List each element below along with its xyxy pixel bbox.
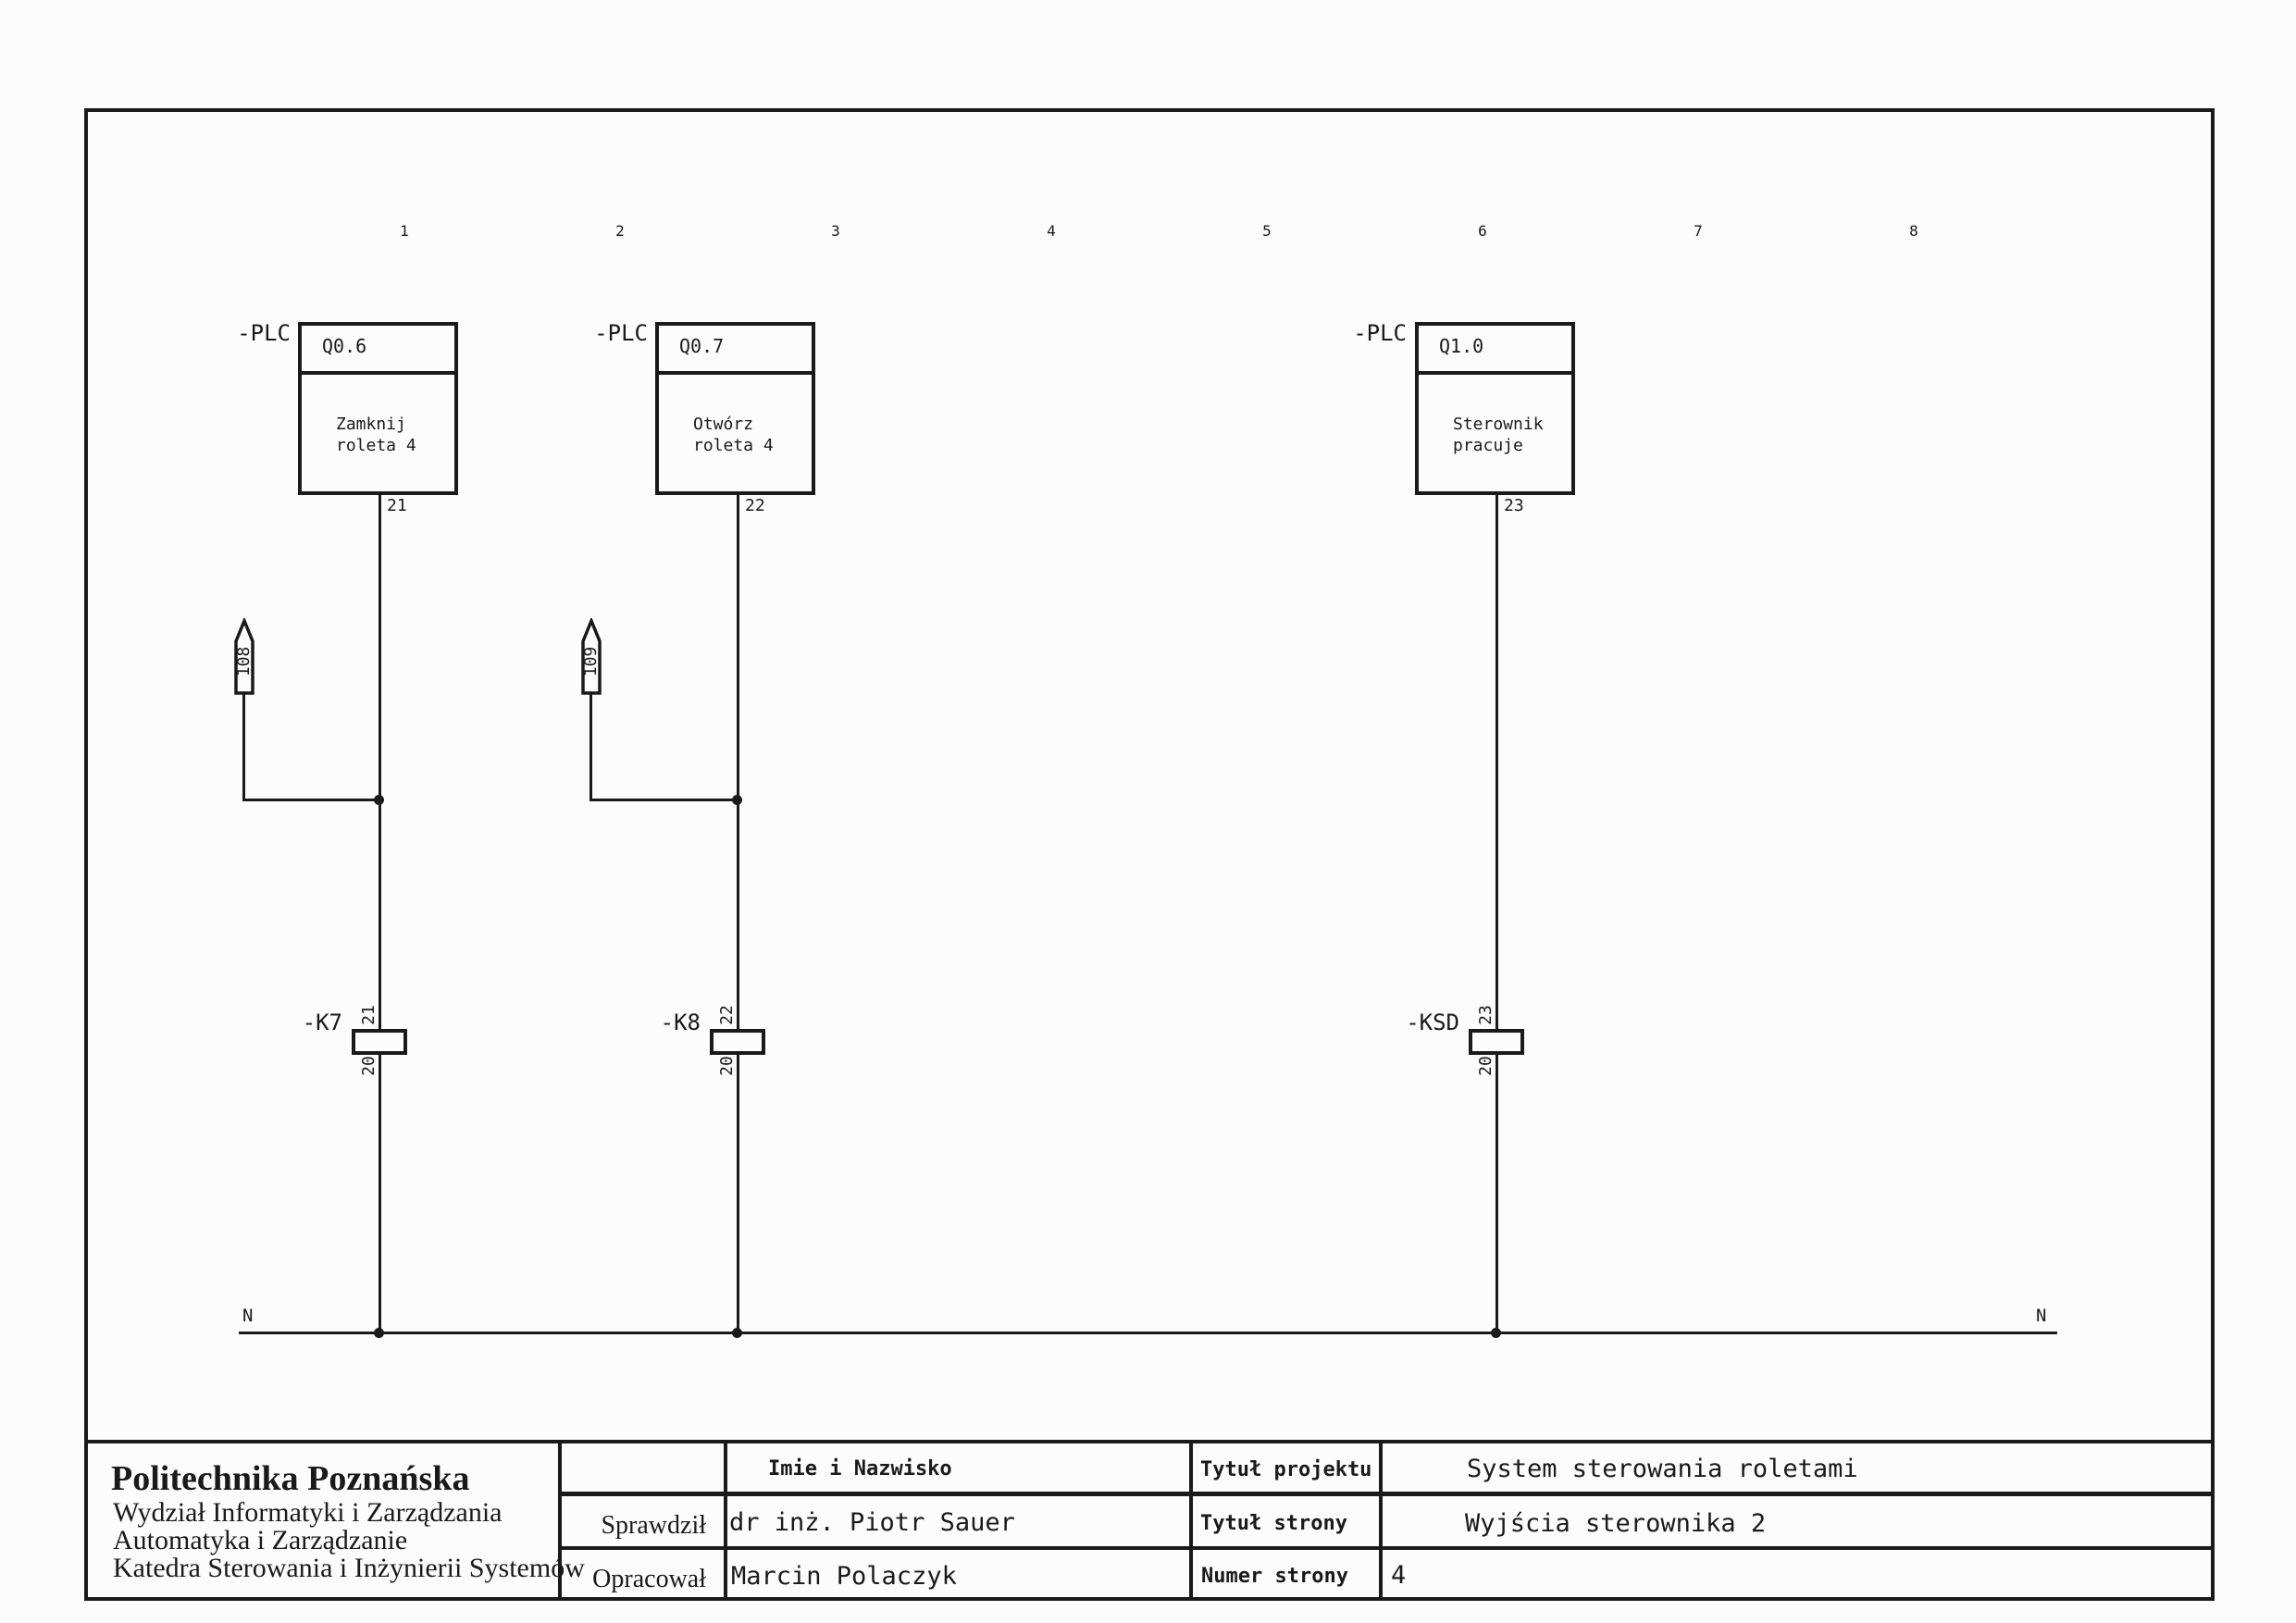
cross-reference-arrow-icon [581, 618, 602, 695]
plc-output-address: Q1.0 [1419, 326, 1571, 375]
prepared-by-label: Opracował [592, 1565, 706, 1593]
plc-output-box: Q0.7 Otwórz roleta 4 [655, 322, 815, 495]
checked-by-label: Sprawdził [601, 1511, 706, 1540]
wire [737, 493, 739, 1333]
column-number: 7 [1694, 222, 1703, 240]
relay-coil-symbol [710, 1029, 765, 1055]
description-line: Otwórz [693, 415, 754, 434]
organization-name: Politechnika Poznańska [111, 1459, 470, 1498]
plc-output-description: Zamknij roleta 4 [302, 375, 454, 456]
column-number: 6 [1478, 222, 1487, 240]
title-block-line [1379, 1440, 1383, 1599]
junction-dot [374, 795, 384, 805]
junction-dot [732, 795, 742, 805]
title-block-line [86, 1440, 2213, 1443]
column-number: 1 [400, 222, 409, 240]
wire [242, 799, 381, 801]
coil-terminal-bottom: 20 [359, 1056, 379, 1076]
page-number-label: Numer strony [1201, 1565, 1348, 1588]
plc-output-address: Q0.6 [302, 326, 454, 375]
wire [242, 694, 245, 801]
neutral-rail-label-left: N [242, 1306, 254, 1326]
coil-terminal-top: 22 [717, 1005, 737, 1025]
plc-device-label: -PLC [594, 320, 648, 346]
wire [590, 694, 592, 801]
page-title-label: Tytuł strony [1200, 1512, 1347, 1535]
plc-output-description: Sterownik pracuje [1419, 375, 1571, 456]
organization-faculty: Wydział Informatyki i Zarządzania [113, 1497, 503, 1528]
column-number: 3 [831, 222, 840, 240]
neutral-rail-label-right: N [2036, 1306, 2047, 1326]
wire-number: 22 [745, 496, 765, 515]
wire [590, 799, 739, 801]
relay-coil-symbol [352, 1029, 407, 1055]
coil-terminal-top: 23 [1476, 1005, 1496, 1025]
description-line: roleta 4 [336, 436, 416, 455]
checked-by-value: dr inż. Piotr Sauer [729, 1508, 1015, 1537]
relay-coil-symbol [1469, 1029, 1524, 1055]
plc-output-box: Q0.6 Zamknij roleta 4 [298, 322, 458, 495]
cross-reference-number: 109 [581, 646, 601, 677]
plc-output-address: Q0.7 [659, 326, 812, 375]
description-line: roleta 4 [693, 436, 774, 455]
neutral-rail [239, 1332, 2057, 1334]
plc-output-box: Q1.0 Sterownik pracuje [1415, 322, 1575, 495]
cross-reference-number: 108 [234, 646, 254, 677]
plc-device-label: -PLC [1353, 320, 1407, 346]
organization-department: Katedra Sterowania i Inżynierii Systemów [113, 1553, 585, 1583]
relay-coil-label: -K8 [660, 1010, 701, 1035]
prepared-by-value: Marcin Polaczyk [731, 1562, 957, 1591]
relay-coil-label: -K7 [302, 1010, 342, 1035]
project-title-label: Tytuł projektu [1200, 1458, 1372, 1481]
relay-coil-label: -KSD [1406, 1010, 1459, 1035]
title-block-line [1189, 1440, 1193, 1599]
title-block-line [558, 1440, 562, 1599]
description-line: Zamknij [336, 415, 406, 434]
organization-program: Automatyka i Zarządzanie [113, 1525, 408, 1555]
title-block-line [724, 1440, 727, 1599]
coil-terminal-bottom: 20 [1476, 1056, 1496, 1076]
column-number: 8 [1909, 222, 1918, 240]
wire [379, 493, 381, 1333]
column-number: 2 [615, 222, 625, 240]
name-column-header: Imie i Nazwisko [768, 1457, 952, 1481]
coil-terminal-top: 21 [359, 1005, 379, 1025]
description-line: pracuje [1453, 436, 1523, 455]
page-title-value: Wyjścia sterownika 2 [1465, 1509, 1767, 1538]
plc-output-description: Otwórz roleta 4 [659, 375, 812, 456]
page-number-value: 4 [1391, 1561, 1407, 1590]
title-block-line [558, 1546, 2213, 1550]
column-number: 5 [1262, 222, 1272, 240]
wire [1496, 493, 1498, 1333]
drawing-frame [84, 108, 2215, 1601]
plc-device-label: -PLC [237, 320, 291, 346]
column-number: 4 [1047, 222, 1056, 240]
project-title-value: System sterowania roletami [1467, 1455, 1858, 1483]
wire-number: 23 [1504, 496, 1524, 515]
coil-terminal-bottom: 20 [717, 1056, 737, 1076]
wire-number: 21 [387, 496, 407, 515]
title-block-line [558, 1492, 2213, 1496]
cross-reference-arrow-icon [234, 618, 254, 695]
description-line: Sterownik [1453, 415, 1544, 434]
